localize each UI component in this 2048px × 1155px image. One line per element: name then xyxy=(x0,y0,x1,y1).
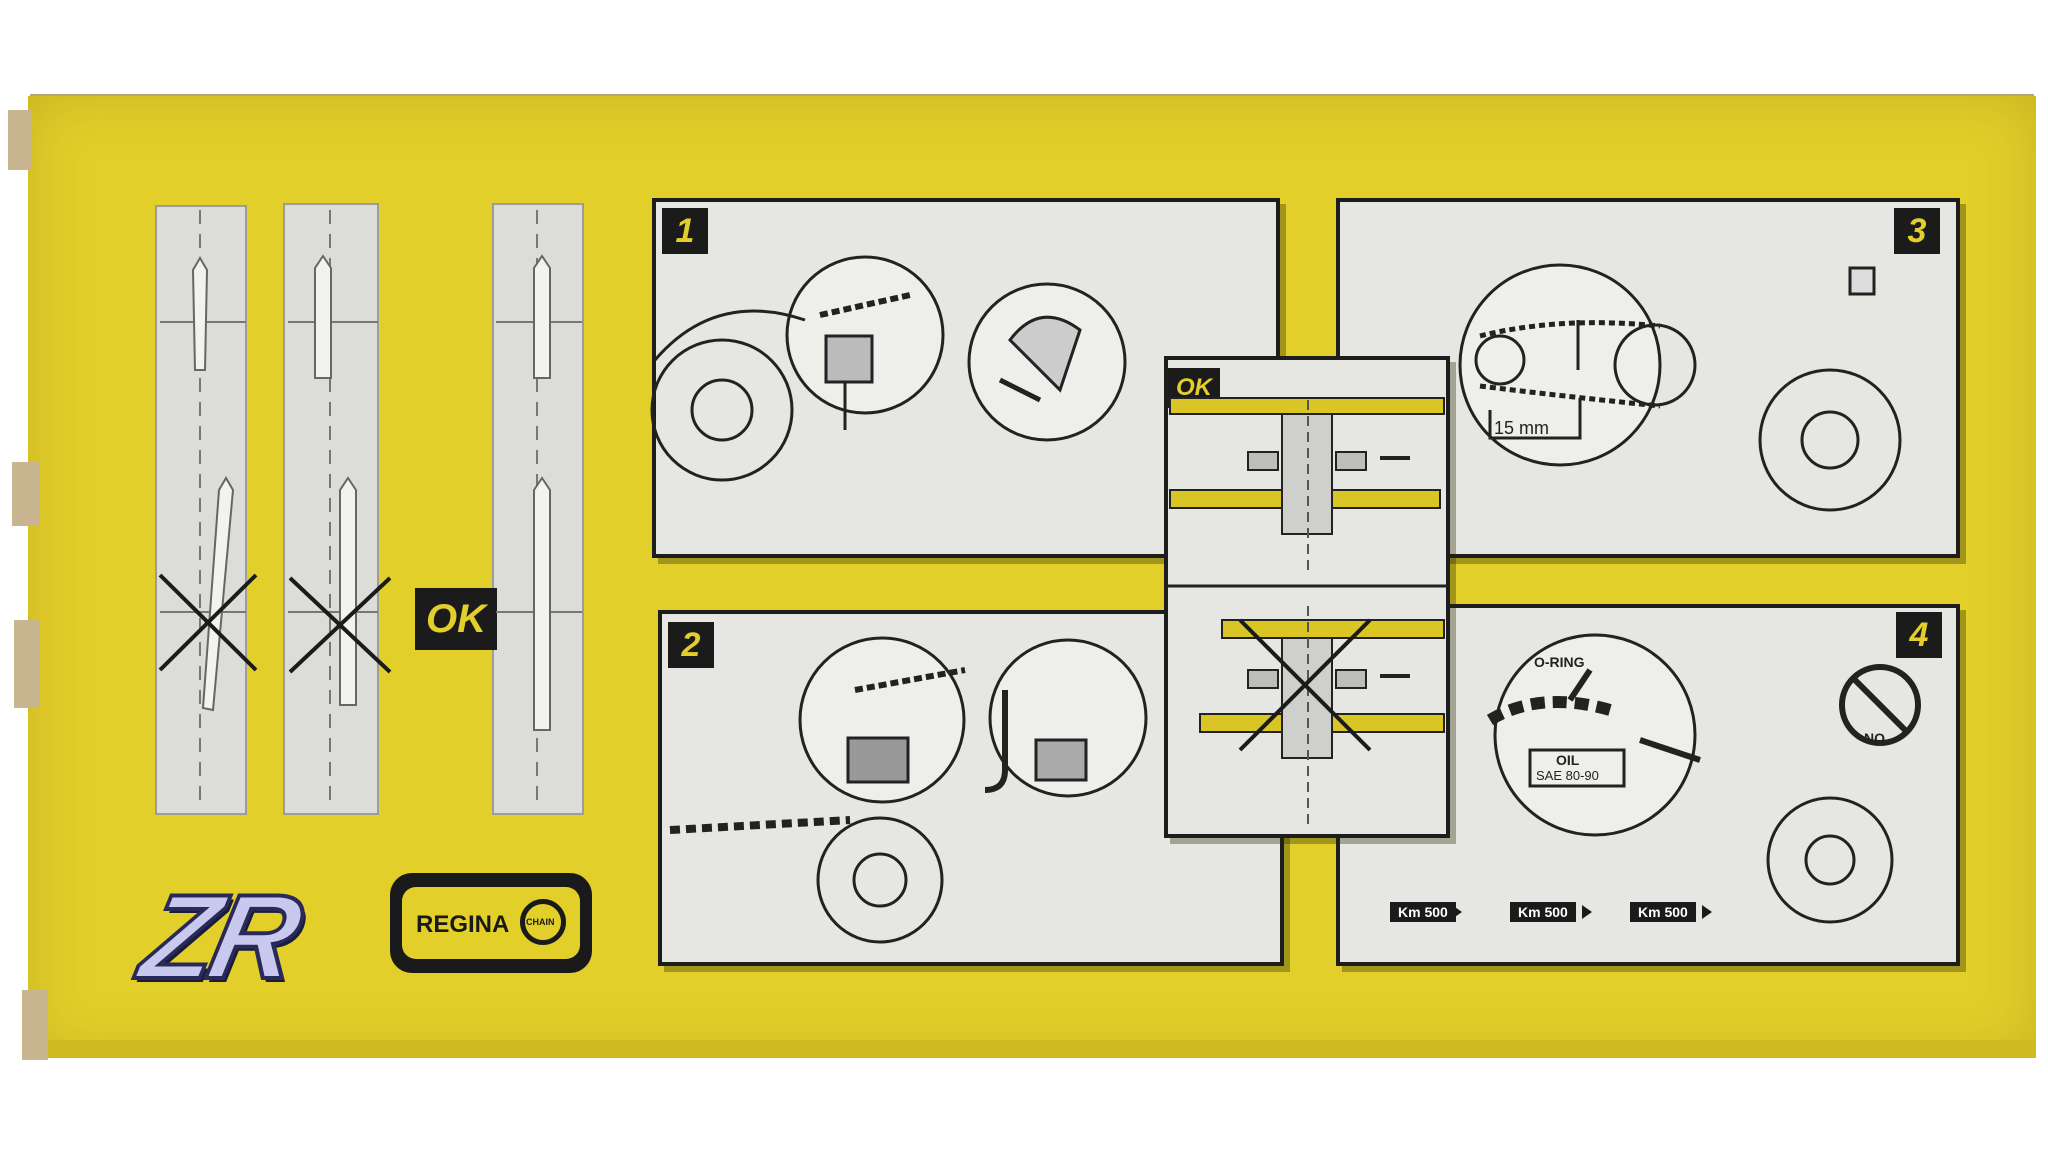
interval-km-3: Km 500 xyxy=(1630,902,1696,922)
box-flap xyxy=(12,462,40,526)
interval-km-1: Km 500 xyxy=(1390,902,1456,922)
zr-logo: ZR xyxy=(129,868,309,1006)
step-4-number: 4 xyxy=(1896,612,1942,658)
alignment-ok-badge: OK xyxy=(415,588,497,650)
box-flap xyxy=(22,990,48,1060)
no-spray-label: NO xyxy=(1864,730,1885,746)
oil-spec-label: SAE 80-90 xyxy=(1536,768,1599,783)
regina-chain-logo: REGINA CHAIN xyxy=(390,873,592,973)
chain-ring-icon xyxy=(520,899,566,945)
oring-label: O-RING xyxy=(1534,654,1585,670)
chain-wordmark: CHAIN xyxy=(526,917,555,927)
step-2-number: 2 xyxy=(668,622,714,668)
oil-label: OIL xyxy=(1556,752,1580,768)
interval-km-2: Km 500 xyxy=(1510,902,1576,922)
regina-wordmark: REGINA xyxy=(416,911,510,938)
step-3-number: 3 xyxy=(1894,208,1940,254)
box-bottom-edge xyxy=(28,1040,2036,1058)
slack-measurement-label: 15 mm xyxy=(1494,418,1550,438)
step-1-number: 1 xyxy=(662,208,708,254)
box-flap xyxy=(14,620,40,708)
box-flap xyxy=(8,110,32,170)
